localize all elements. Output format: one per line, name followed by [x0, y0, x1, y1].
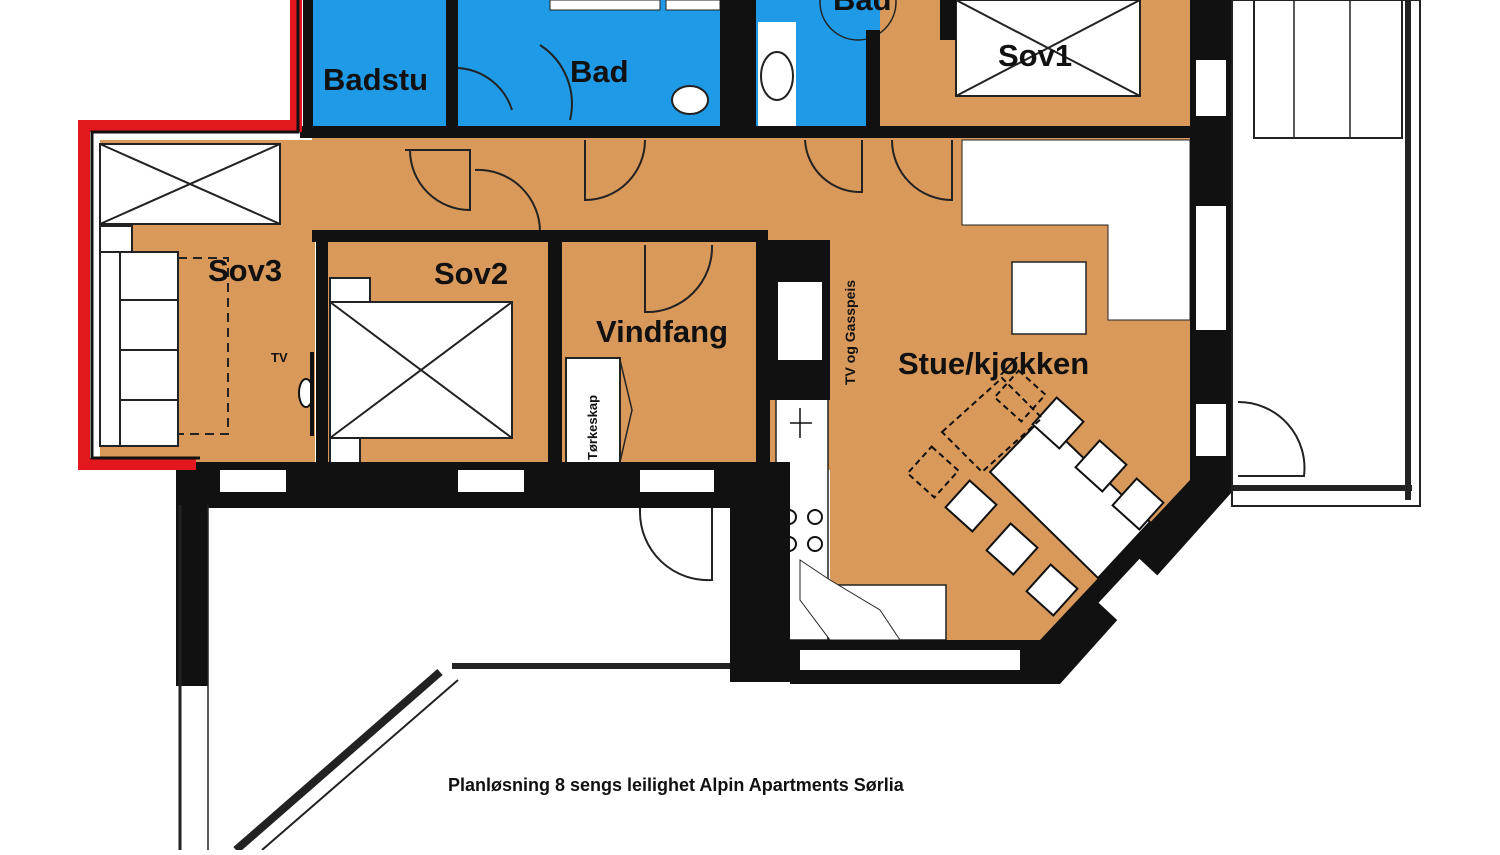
furniture — [99, 0, 1191, 641]
label-tv: TV — [271, 350, 288, 365]
label-vindfang: Vindfang — [596, 314, 728, 349]
sov3-dashed-bunk — [178, 257, 229, 435]
label-bad-right: Bad — [833, 0, 892, 17]
sov2-bed — [329, 277, 513, 465]
sov3-bunk — [99, 225, 179, 447]
sov1-bed — [955, 0, 1141, 97]
balconies — [178, 0, 1421, 854]
doors — [405, 44, 1306, 582]
bath-left-counter — [665, 0, 721, 11]
label-drying-cabinet: Tørkeskap — [585, 395, 600, 460]
bath-left-sink — [549, 0, 661, 11]
room-labels: Badstu Bad Bad Sov1 Sov3 Sov2 Vindfang S… — [208, 0, 1089, 460]
bath-left-toilet — [671, 85, 709, 115]
plan-caption: Planløsning 8 sengs leilighet Alpin Apar… — [448, 775, 904, 795]
label-stue: Stue/kjøkken — [898, 346, 1089, 381]
windows — [220, 60, 1226, 670]
label-tv-gas: TV og Gasspeis — [842, 280, 858, 385]
drying-cabinet-door — [619, 359, 633, 463]
bath-right-shower — [819, 0, 897, 41]
badstu-floor — [312, 0, 452, 130]
drying-cabinet — [565, 357, 621, 465]
label-badstu: Badstu — [323, 62, 428, 97]
armchair — [1011, 261, 1087, 335]
red-outline — [78, 0, 302, 470]
kitchen-sink — [790, 408, 812, 438]
label-sov2: Sov2 — [434, 256, 508, 291]
bath-right-toilet — [760, 51, 794, 101]
dining-set — [944, 396, 1165, 617]
label-sov1: Sov1 — [998, 38, 1072, 73]
label-sov3: Sov3 — [208, 253, 282, 288]
dining-chairs-dashed — [906, 369, 1047, 499]
label-bad-left: Bad — [570, 54, 629, 89]
fireplace-inner — [778, 282, 822, 360]
sov3-wardrobe — [99, 143, 281, 225]
